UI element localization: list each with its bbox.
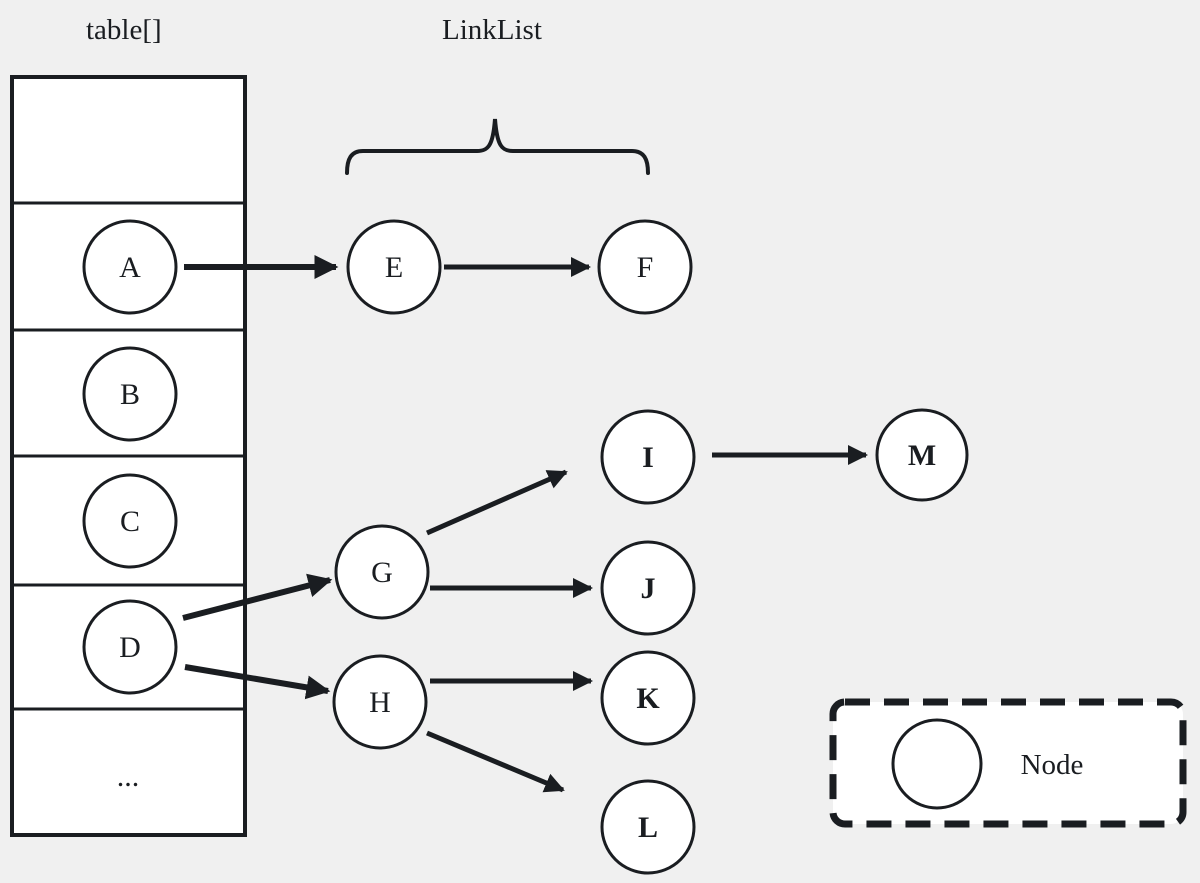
node-f-circle xyxy=(597,219,693,315)
node-a: A xyxy=(82,219,178,315)
node-d: D xyxy=(82,599,178,695)
node-c-label: C xyxy=(120,505,140,538)
node-c-circle xyxy=(82,473,178,569)
node-j: J xyxy=(600,540,696,636)
node-e: E xyxy=(346,219,442,315)
legend: Node xyxy=(829,698,1187,828)
node-i: I xyxy=(600,409,696,505)
table-ellipsis: ... xyxy=(117,760,140,793)
node-j-label: J xyxy=(641,572,656,605)
node-h-circle xyxy=(332,654,428,750)
node-m-circle xyxy=(875,408,969,502)
node-l: L xyxy=(600,779,696,875)
node-e-label: E xyxy=(385,251,403,284)
node-l-label: L xyxy=(638,811,658,844)
hash-table-array: ... xyxy=(10,75,247,837)
node-k: K xyxy=(600,650,696,746)
node-d-label: D xyxy=(119,631,141,664)
node-i-circle xyxy=(600,409,696,505)
node-i-label: I xyxy=(642,441,654,474)
node-g: G xyxy=(334,524,430,620)
node-b-circle xyxy=(82,346,178,442)
node-m: M xyxy=(875,408,969,502)
node-d-circle xyxy=(82,599,178,695)
legend-node-icon xyxy=(891,718,983,810)
node-h-label: H xyxy=(369,686,391,719)
node-f-label: F xyxy=(637,251,654,284)
arrow-d-h xyxy=(184,664,331,700)
node-c: C xyxy=(82,473,178,569)
node-a-circle xyxy=(82,219,178,315)
node-b: B xyxy=(82,346,178,442)
node-k-circle xyxy=(600,650,696,746)
table-array-label: table[] xyxy=(86,14,162,46)
linklist-brace xyxy=(345,118,650,175)
node-g-label: G xyxy=(371,556,393,589)
node-j-circle xyxy=(600,540,696,636)
arrow-d-g xyxy=(182,573,333,621)
legend-box xyxy=(829,698,1187,828)
node-g-circle xyxy=(334,524,430,620)
node-a-label: A xyxy=(119,251,141,284)
node-h: H xyxy=(332,654,428,750)
node-e-circle xyxy=(346,219,442,315)
legend-label: Node xyxy=(1021,749,1084,781)
arrow-g-i xyxy=(425,469,568,536)
node-m-label: M xyxy=(908,439,936,472)
node-k-label: K xyxy=(636,682,660,715)
node-f: F xyxy=(597,219,693,315)
pointer-arrows xyxy=(182,255,868,793)
node-b-label: B xyxy=(120,378,140,411)
node-l-circle xyxy=(600,779,696,875)
linklist-label: LinkList xyxy=(442,14,542,46)
arrow-h-l xyxy=(426,730,565,793)
